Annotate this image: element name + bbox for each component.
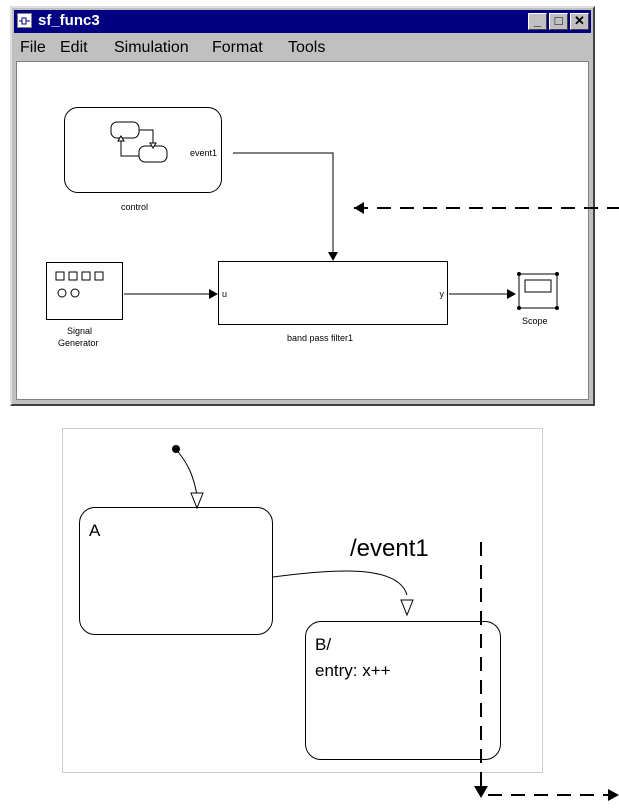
transition-a-to-b-line	[272, 570, 408, 596]
trigger-arrowhead	[328, 252, 338, 261]
signal-generator-block[interactable]	[46, 262, 123, 320]
signal-generator-label-line1: Signal	[67, 326, 93, 336]
control-block-label: control	[121, 202, 149, 212]
transition-arrowhead	[400, 599, 414, 617]
scope-label: Scope	[522, 316, 548, 326]
state-b-name: B/	[315, 635, 332, 654]
stateflow-chart-icon	[110, 121, 168, 163]
output-arrowhead	[507, 289, 516, 299]
callout-arrowhead-bottom	[474, 786, 488, 798]
menu-tools[interactable]: Tools	[288, 39, 326, 56]
state-b[interactable]: B/ entry: x++	[305, 621, 501, 760]
filter-input-port-label: u	[222, 289, 228, 299]
state-a[interactable]: A	[79, 507, 273, 635]
band-pass-filter-label: band pass filter1	[287, 333, 354, 343]
title-bar[interactable]: sf_func3 _ □ ✕	[14, 10, 591, 33]
simulink-model-icon	[17, 13, 32, 28]
signal-generator-label-line2: Generator	[58, 338, 99, 348]
model-window: sf_func3 _ □ ✕ File Edit Simulation Form…	[10, 6, 595, 406]
band-pass-filter-block[interactable]: u y	[218, 261, 448, 325]
default-transition-dot	[172, 445, 180, 453]
stateflow-chart-view: A B/ entry: x++ /event1	[62, 428, 543, 773]
menu-edit[interactable]: Edit	[60, 39, 88, 56]
scope-block[interactable]	[516, 271, 560, 311]
transition-label: /event1	[350, 535, 429, 562]
default-transition-line	[175, 448, 198, 496]
callout-arrowhead-right	[608, 789, 619, 801]
menu-file[interactable]: File	[20, 39, 46, 56]
close-button[interactable]: ✕	[570, 13, 589, 30]
maximize-button[interactable]: □	[549, 13, 568, 30]
filter-output-port-label: y	[439, 289, 445, 299]
state-a-name: A	[89, 521, 101, 540]
control-output-port-label: event1	[189, 148, 217, 158]
menu-simulation[interactable]: Simulation	[114, 39, 189, 56]
minimize-button[interactable]: _	[528, 13, 547, 30]
event-signal-line	[233, 152, 334, 255]
state-b-entry-action: entry: x++	[315, 661, 391, 680]
window-title: sf_func3	[38, 12, 100, 29]
menu-format[interactable]: Format	[212, 39, 263, 56]
scope-icon	[517, 272, 559, 310]
signal-generator-icon	[55, 271, 104, 298]
default-transition-arrowhead	[190, 492, 204, 510]
control-chart-block[interactable]: event1	[64, 107, 222, 193]
input-arrowhead	[209, 289, 218, 299]
model-canvas[interactable]: event1 control Signal Generator u y band…	[16, 61, 589, 400]
menu-bar: File Edit Simulation Format Tools	[14, 35, 591, 59]
